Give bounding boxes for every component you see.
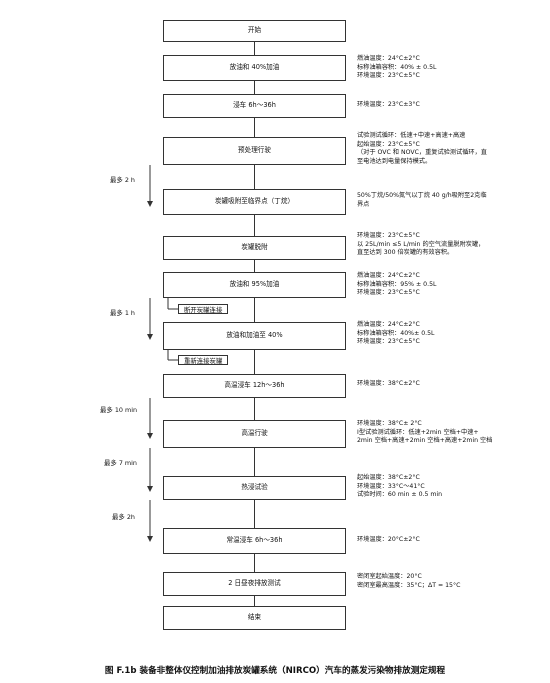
step-canister-purge: 炭罐脱附: [163, 236, 346, 260]
step-drain-fill-40: 放油和 40%加油: [163, 55, 346, 81]
condition-fill-40-again: 燃油温度：24°C±2°C 标称油箱容积：40%± 0.5L 环境温度：23°C…: [357, 321, 435, 346]
step-normal-soak: 常温浸车 6h～36h: [163, 528, 346, 554]
condition-soak: 环境温度：23°C±3°C: [357, 101, 420, 108]
condition-hot-drive: 环境温度：38°C± 2°C Ⅰ型试验测试循环：低速+2min 空档+中速+ 2…: [357, 420, 493, 445]
condition-hot-soak: 环境温度：38°C±2°C: [357, 380, 420, 387]
condition-canister-loading: 50%丁烷/50%氮气以丁烷 40 g/h吸附至2克临 界点: [357, 192, 487, 208]
loop-label-2h: 最多 2 h: [110, 176, 135, 184]
condition-fill-95: 燃油温度：24°C±2°C 标称油箱容积：95% ± 0.5L 环境温度：23°…: [357, 272, 437, 297]
loop-label-10min: 最多 10 min: [100, 406, 138, 414]
step-hot-soak-long: 高温浸车 12h～36h: [163, 374, 346, 398]
step-start: 开始: [163, 20, 346, 42]
disconnect-canister-box: 断开炭罐连接: [178, 304, 229, 314]
condition-fill-40: 燃油温度：24°C±2°C 标称油箱容积：40% ± 0.5L 环境温度：23°…: [357, 55, 437, 80]
step-soak: 浸车 6h～36h: [163, 94, 346, 118]
step-hot-drive: 高温行驶: [163, 420, 346, 448]
loop-label-1h: 最多 1 h: [110, 309, 135, 317]
condition-normal-soak: 环境温度：20°C±2°C: [357, 536, 420, 543]
figure-caption: 图 F.1b 装备非整体仪控制加油排放炭罐系统（NIRCO）汽车的蒸发污染物排放…: [104, 666, 446, 676]
loop-label-2h-b: 最多 2h: [112, 513, 135, 521]
step-diurnal-test: 2 日昼夜排放测试: [163, 572, 346, 596]
condition-canister-purge: 环境温度：23°C±5°C 以 25L/min ≤5 L/min 的空气流量脱附…: [357, 232, 485, 257]
condition-preconditioning: 试验测试循环：低速+中速+高速+高速 起始温度：23°C±5°C （对于 OVC…: [357, 132, 487, 165]
step-hot-soak-test: 热浸试验: [163, 476, 346, 500]
reconnect-canister-box: 重新连接炭罐: [178, 355, 229, 365]
step-drain-fill-95: 放油和 95%加油: [163, 272, 346, 298]
step-drain-fill-40-again: 放油和加油至 40%: [163, 322, 346, 350]
condition-hot-soak-test: 起始温度：38°C±2°C 环境温度：33°C～41°C 试验时间：60 min…: [357, 474, 443, 499]
step-end: 结束: [163, 606, 346, 630]
loop-label-7min: 最多 7 min: [104, 459, 137, 467]
step-canister-loading: 炭罐吸附至临界点（丁烷）: [163, 189, 346, 215]
condition-diurnal: 密闭室起始温度：20°C 密闭室最高温度：35°C；ΔT = 15°C: [357, 573, 461, 589]
step-preconditioning-drive: 预处理行驶: [163, 137, 346, 165]
